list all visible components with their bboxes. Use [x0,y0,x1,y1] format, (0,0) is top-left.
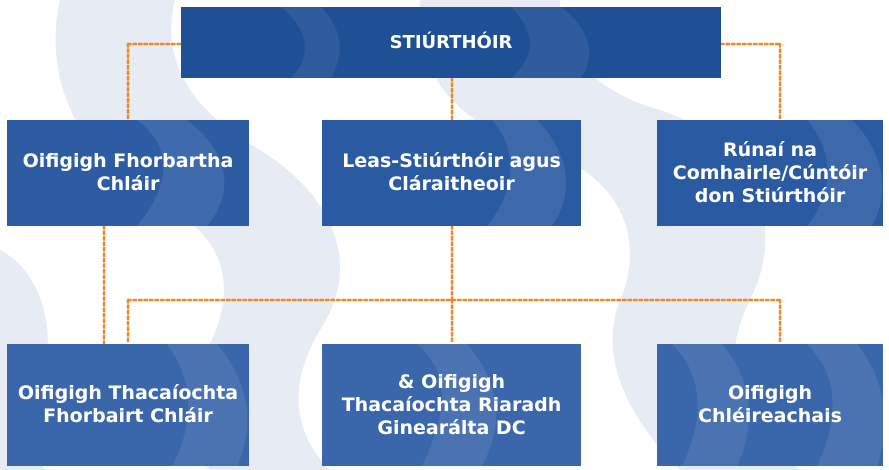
deputy-director-label: Leas-Stiúrthóir agus Cláraitheoir [342,150,561,195]
general-officers-label: & Oifigigh Thacaíochta Riaradh Ginearált… [341,370,562,439]
box-swirl-decoration [281,7,590,78]
support-officers-box: Oifigigh Thacaíochta Fhorbairt Chláir [7,344,249,466]
general-officers-box: & Oifigigh Thacaíochta Riaradh Ginearált… [322,344,581,466]
box-swirl-decoration [807,120,883,226]
support-officers-label: Oifigigh Thacaíochta Fhorbairt Chláir [17,382,239,427]
development-officers-box: Oifigigh Fhorbartha Chláir [7,120,249,226]
clerical-officers-box: Oifigigh Chléireachais [657,344,883,466]
deputy-director-box: Leas-Stiúrthóir agus Cláraitheoir [322,120,581,226]
development-officers-label: Oifigigh Fhorbartha Chláir [22,150,234,195]
clerical-officers-label: Oifigigh Chléireachais [698,382,842,427]
director-box: STIÚRTHÓIR [181,7,721,78]
box-swirl-decoration [167,344,248,466]
council-secretary-label: Rúnaí na Comhairle/Cúntóir don Stiúrthói… [672,138,868,207]
box-swirl-decoration [672,344,883,466]
box-swirl-decoration [487,120,567,226]
box-swirl-decoration [417,344,497,466]
director-label: STIÚRTHÓIR [389,32,513,53]
council-secretary-box: Rúnaí na Comhairle/Cúntóir don Stiúrthói… [657,120,883,226]
box-swirl-decoration [137,120,225,226]
